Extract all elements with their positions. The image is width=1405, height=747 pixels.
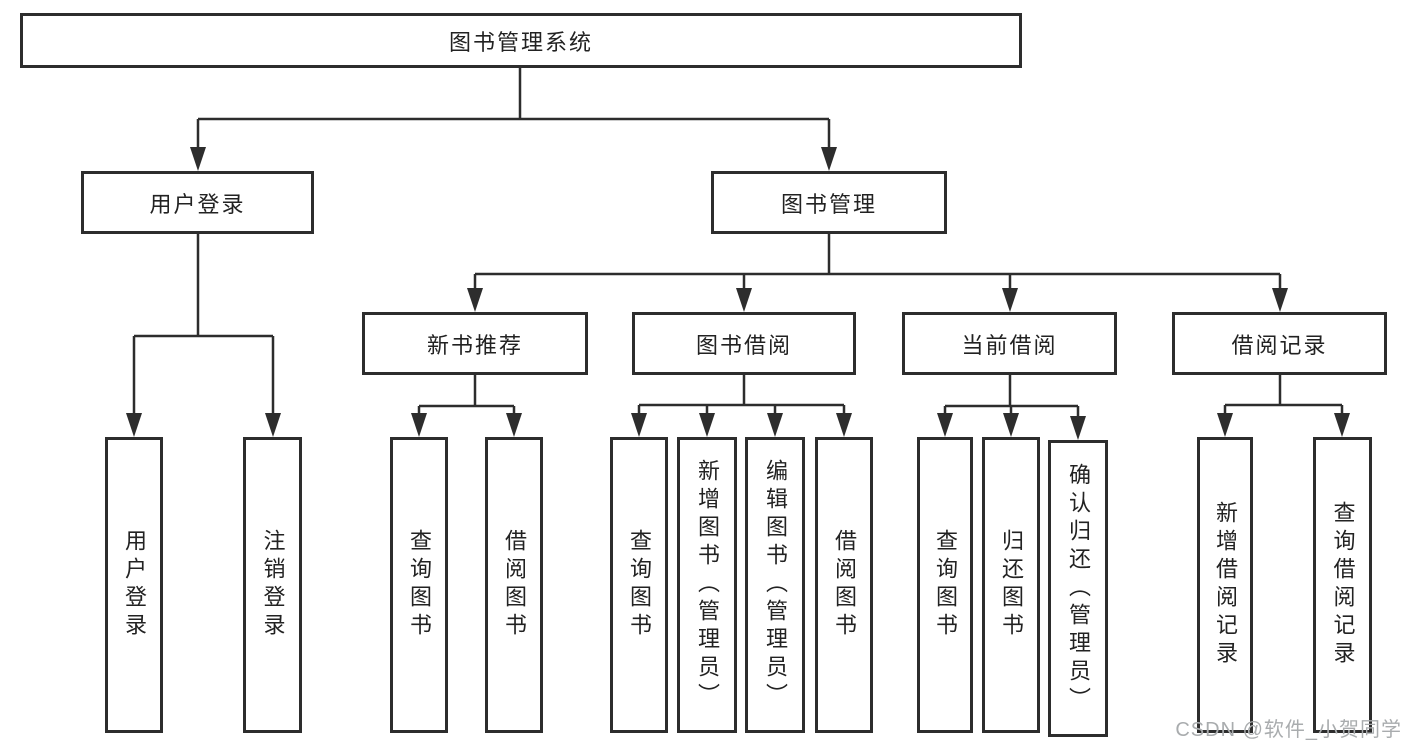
- leaf-borrow-books-recommend: 借阅图书: [485, 437, 543, 733]
- leaf-logout: 注销登录: [243, 437, 302, 733]
- leaf-query-books-recommend-label: 查询图书: [407, 529, 432, 641]
- csdn-watermark: CSDN @软件_小贺同学: [1175, 719, 1402, 741]
- leaf-confirm-return-admin: 确认归还（管理员）: [1048, 440, 1108, 737]
- arrowheads: [126, 147, 1350, 440]
- leaf-query-books-borrow: 查询图书: [610, 437, 668, 733]
- leaf-query-books-current-label: 查询图书: [933, 529, 958, 641]
- node-book-management: 图书管理: [711, 171, 947, 234]
- node-book-borrow-label: 图书借阅: [695, 332, 792, 358]
- node-user-login-label: 用户登录: [149, 191, 246, 217]
- node-current-borrow: 当前借阅: [902, 312, 1117, 375]
- leaf-query-borrow-record-label: 查询借阅记录: [1330, 501, 1356, 669]
- node-current-borrow-label: 当前借阅: [961, 332, 1058, 358]
- node-new-book-recommend-label: 新书推荐: [426, 332, 523, 358]
- leaf-query-books-recommend: 查询图书: [390, 437, 448, 733]
- node-borrow-records-label: 借阅记录: [1231, 332, 1328, 358]
- leaf-user-login: 用户登录: [105, 437, 163, 733]
- leaf-confirm-return-admin-label: 确认归还（管理员）: [1066, 462, 1091, 715]
- leaf-query-borrow-record: 查询借阅记录: [1313, 437, 1372, 733]
- leaf-return-books-label: 归还图书: [999, 529, 1024, 641]
- leaf-edit-book-admin: 编辑图书（管理员）: [745, 437, 805, 733]
- node-library-system: 图书管理系统: [20, 13, 1022, 68]
- node-user-login: 用户登录: [81, 171, 314, 234]
- node-book-borrow: 图书借阅: [632, 312, 856, 375]
- leaf-query-books-current: 查询图书: [917, 437, 973, 733]
- node-library-system-label: 图书管理系统: [448, 29, 593, 55]
- leaf-borrow-books-recommend-label: 借阅图书: [502, 529, 527, 641]
- node-borrow-records: 借阅记录: [1172, 312, 1387, 375]
- node-book-management-label: 图书管理: [780, 191, 877, 217]
- leaf-add-book-admin-label: 新增图书（管理员）: [695, 459, 720, 711]
- leaf-borrow-books-label: 借阅图书: [832, 529, 857, 641]
- leaf-logout-label: 注销登录: [260, 529, 286, 641]
- leaf-add-borrow-record-label: 新增借阅记录: [1213, 501, 1238, 669]
- leaf-return-books: 归还图书: [982, 437, 1040, 733]
- leaf-borrow-books: 借阅图书: [815, 437, 873, 733]
- leaf-query-books-borrow-label: 查询图书: [627, 529, 652, 641]
- leaf-add-borrow-record: 新增借阅记录: [1197, 437, 1253, 733]
- leaf-add-book-admin: 新增图书（管理员）: [677, 437, 737, 733]
- leaf-edit-book-admin-label: 编辑图书（管理员）: [763, 459, 788, 711]
- leaf-user-login-label: 用户登录: [122, 529, 147, 641]
- node-new-book-recommend: 新书推荐: [362, 312, 588, 375]
